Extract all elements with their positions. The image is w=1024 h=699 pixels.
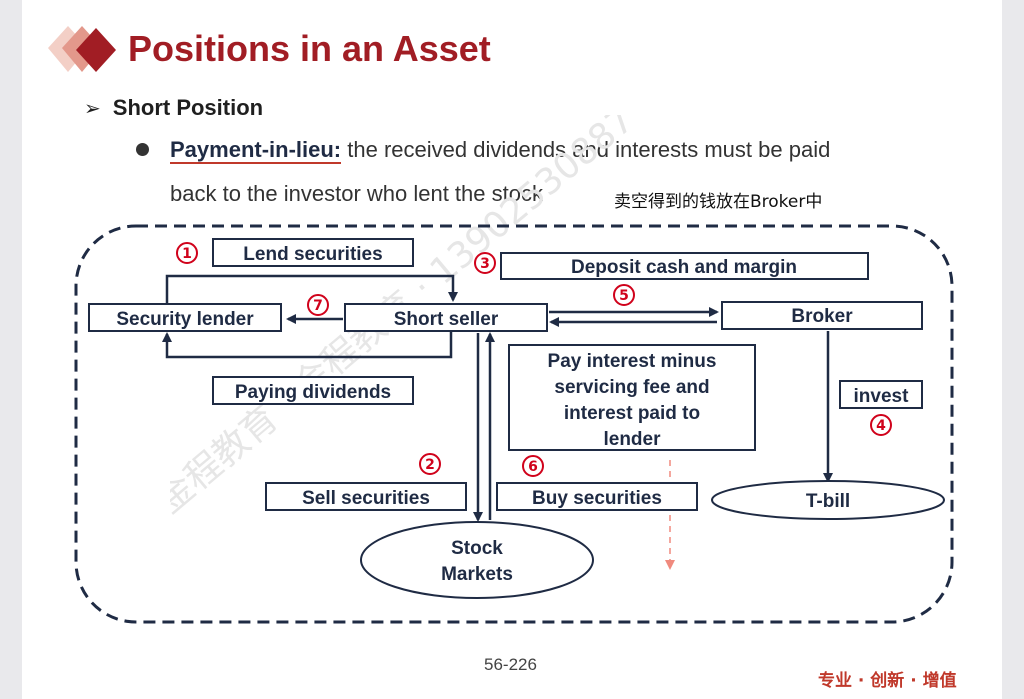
handwritten-note: 卖空得到的钱放在Broker中	[614, 192, 823, 212]
step-number-4-label: 4	[876, 418, 886, 434]
invest-label: invest	[854, 386, 910, 407]
section-heading: ➢ Short Position	[84, 95, 263, 121]
footer-slogan: 专业 · 创新 · 增值	[818, 671, 957, 691]
sell-securities-label: Sell securities	[302, 488, 430, 509]
broker-label: Broker	[791, 306, 853, 327]
diamond-logo-icon	[48, 26, 116, 72]
security-lender-label: Security lender	[116, 309, 254, 330]
pay-interest-line-3: interest paid to	[564, 403, 700, 424]
payment-in-lieu-term: Payment-in-lieu:	[170, 137, 342, 164]
step-number-5-label: 5	[619, 288, 629, 304]
step-number-3: 3	[474, 252, 496, 274]
step-number-5: 5	[613, 284, 635, 306]
step-number-2: 2	[419, 453, 441, 475]
step-number-7-label: 7	[313, 298, 323, 314]
security-lender-box: Security lender	[88, 303, 282, 332]
step-number-6: 6	[522, 455, 544, 477]
paying-dividends-box: Paying dividends	[212, 376, 414, 405]
bullet-line-1: Payment-in-lieu: the received dividends …	[170, 137, 831, 164]
page-number: 56-226	[484, 655, 537, 674]
pay-interest-line-1: Pay interest minus	[548, 351, 717, 372]
step-number-6-label: 6	[528, 459, 538, 475]
short-seller-box: Short seller	[344, 303, 548, 332]
step-number-3-label: 3	[480, 256, 490, 272]
deposit-box: Deposit cash and margin	[500, 252, 869, 280]
step-number-1-label: 1	[182, 246, 192, 262]
deposit-label: Deposit cash and margin	[571, 257, 797, 278]
connector-lines	[162, 274, 833, 522]
buy-securities-box: Buy securities	[496, 482, 698, 511]
stock-markets-line-2: Markets	[441, 564, 513, 585]
pay-interest-box: Pay interest minus servicing fee and int…	[508, 344, 756, 451]
dashed-boundary	[74, 224, 954, 624]
lend-securities-box: Lend securities	[212, 238, 414, 267]
step-number-4: 4	[870, 414, 892, 436]
lend-securities-label: Lend securities	[243, 244, 382, 265]
sell-securities-box: Sell securities	[265, 482, 467, 511]
step-number-1: 1	[176, 242, 198, 264]
short-seller-label: Short seller	[394, 309, 499, 330]
stock-markets-ellipse: Stock Markets	[360, 521, 594, 599]
stock-markets-line-1: Stock	[451, 538, 503, 559]
arrow-bullet-icon: ➢	[84, 98, 101, 120]
section-heading-label: Short Position	[112, 95, 264, 120]
page-title: Positions in an Asset	[128, 28, 491, 69]
t-bill-label: T-bill	[806, 491, 850, 512]
broker-box: Broker	[721, 301, 923, 330]
invest-box: invest	[839, 380, 923, 409]
buy-securities-label: Buy securities	[532, 488, 662, 509]
pay-interest-line-4: lender	[603, 429, 661, 450]
bullet-text-1: the received dividends and interests mus…	[341, 137, 831, 162]
pay-interest-line-2: servicing fee and	[554, 377, 709, 398]
bullet-dot-icon	[136, 143, 149, 156]
step-number-7: 7	[307, 294, 329, 316]
t-bill-ellipse: T-bill	[711, 480, 945, 520]
step-number-2-label: 2	[425, 457, 435, 473]
bullet-line-2: back to the investor who lent the stock	[170, 181, 543, 206]
paying-dividends-label: Paying dividends	[235, 382, 391, 403]
